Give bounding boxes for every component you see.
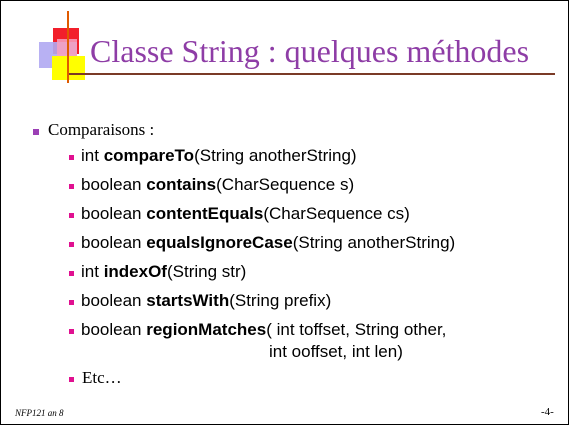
method-return-type: boolean — [81, 204, 147, 223]
list-item: int compareTo(String anotherString) — [81, 147, 357, 164]
level2-bullet — [69, 300, 74, 305]
method-args: (String str) — [166, 262, 247, 281]
method-name: compareTo — [103, 146, 195, 165]
method-return-type: boolean — [81, 175, 147, 194]
method-return-type: int — [81, 146, 104, 165]
list-item: boolean contentEquals(CharSequence cs) — [81, 205, 410, 222]
method-args: ( int toffset, String other, — [266, 320, 447, 339]
level2-bullet — [69, 377, 74, 382]
title-underline — [69, 73, 555, 75]
method-args: (String anotherString) — [292, 233, 456, 252]
list-item: boolean contains(CharSequence s) — [81, 176, 354, 193]
page-number: -4- — [541, 406, 554, 418]
level1-bullet — [33, 129, 39, 135]
footer-course-label: NFP121 an 8 — [15, 408, 64, 418]
method-name: contentEquals — [146, 204, 264, 223]
level2-bullet — [69, 184, 74, 189]
method-return-type: boolean — [81, 291, 147, 310]
method-return-type: boolean — [81, 320, 147, 339]
level2-bullet — [69, 271, 74, 276]
level2-bullet — [69, 329, 74, 334]
method-args: (String prefix) — [229, 291, 332, 310]
decoration-vertical-line — [67, 11, 69, 83]
level2-bullet — [69, 242, 74, 247]
method-name: equalsIgnoreCase — [146, 233, 293, 252]
method-args-continuation: int ooffset, int len) — [269, 342, 403, 361]
method-name: indexOf — [103, 262, 167, 281]
list-item: boolean equalsIgnoreCase(String anotherS… — [81, 234, 455, 251]
level2-bullet — [69, 213, 74, 218]
etc-item: Etc… — [82, 368, 122, 387]
method-return-type: boolean — [81, 233, 147, 252]
method-args: (String anotherString) — [194, 146, 357, 165]
method-name: startsWith — [146, 291, 230, 310]
list-item: boolean regionMatches( int toffset, Stri… — [81, 321, 446, 338]
list-item: boolean startsWith(String prefix) — [81, 292, 331, 309]
level2-bullet — [69, 155, 74, 160]
slide-title: Classe String : quelques méthodes — [90, 33, 530, 69]
method-name: contains — [146, 175, 217, 194]
list-item: int indexOf(String str) — [81, 263, 246, 280]
method-args: (CharSequence cs) — [263, 204, 410, 223]
section-label: Comparaisons : — [48, 120, 155, 139]
method-return-type: int — [81, 262, 104, 281]
method-name: regionMatches — [146, 320, 267, 339]
method-args: (CharSequence s) — [216, 175, 355, 194]
